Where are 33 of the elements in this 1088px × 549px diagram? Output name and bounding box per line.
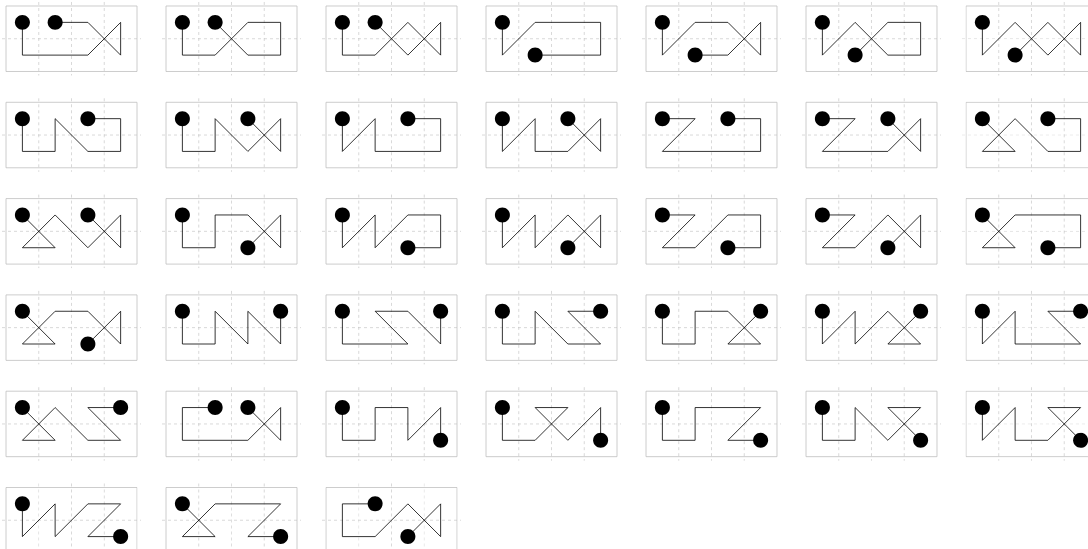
path-drawing <box>321 290 462 365</box>
path-drawing <box>481 290 622 365</box>
path-drawing <box>1 194 142 269</box>
path-drawing <box>801 290 942 365</box>
path-drawing <box>321 98 462 173</box>
path-drawing <box>161 483 302 549</box>
path-drawing <box>801 1 942 76</box>
path-drawing <box>321 194 462 269</box>
path-drawing <box>641 194 782 269</box>
path-drawing <box>161 98 302 173</box>
path-drawing <box>1 1 142 76</box>
path-drawing <box>641 290 782 365</box>
path-drawing <box>1 98 142 173</box>
path-drawing <box>161 194 302 269</box>
path-drawing <box>161 386 302 461</box>
path-drawing <box>481 386 622 461</box>
path-drawing <box>1 386 142 461</box>
path-drawing <box>161 1 302 76</box>
path-drawing <box>641 1 782 76</box>
path-drawing <box>321 483 462 549</box>
path-drawing <box>641 98 782 173</box>
path-drawing <box>641 386 782 461</box>
path-drawing <box>321 386 462 461</box>
path-drawing <box>481 194 622 269</box>
path-drawing <box>1 290 142 365</box>
path-drawing <box>481 98 622 173</box>
path-drawing <box>801 98 942 173</box>
path-drawing <box>161 290 302 365</box>
path-drawing <box>801 194 942 269</box>
path-drawing <box>321 1 462 76</box>
path-drawing <box>481 1 622 76</box>
path-drawing <box>1 483 142 549</box>
path-drawing <box>801 386 942 461</box>
